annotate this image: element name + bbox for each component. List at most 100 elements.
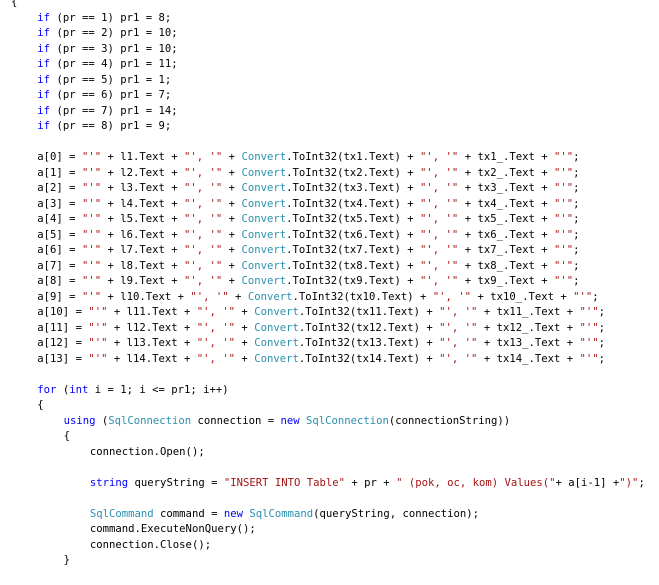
code-token-str: "'" bbox=[579, 306, 599, 318]
code-token-kw: if bbox=[37, 104, 51, 117]
code-line: { bbox=[64, 429, 70, 445]
code-token-kw: if bbox=[37, 27, 51, 39]
code-token-type: Convert bbox=[254, 321, 299, 334]
code-token-plain: (pr == 7) pr1 = 14; bbox=[50, 104, 178, 117]
code-token-kw: for bbox=[37, 383, 57, 396]
code-token-plain: + tx13_.Text + bbox=[477, 337, 580, 349]
code-token-plain: + tx12_.Text + bbox=[477, 321, 580, 334]
code-token-plain: (connectionString)) bbox=[388, 414, 511, 427]
code-token-kw: if bbox=[37, 89, 51, 101]
code-token-plain: ; bbox=[573, 228, 580, 241]
code-token-type: SqlConnection bbox=[306, 414, 389, 427]
code-token-plain: + l12.Text + bbox=[107, 321, 197, 334]
code-token-str: "', '" bbox=[184, 275, 223, 287]
code-token-plain: + bbox=[228, 290, 248, 303]
code-token-plain: + tx5_.Text + bbox=[458, 213, 554, 225]
code-token-plain: + l7.Text + bbox=[101, 244, 185, 256]
code-token-plain: .ToInt32(tx8.Text) + bbox=[286, 259, 421, 272]
code-token-str: "', '" bbox=[196, 337, 236, 349]
code-line: a[7] = "'" + l8.Text + "', '" + Convert.… bbox=[37, 259, 579, 275]
code-token-str: ")" bbox=[619, 476, 639, 489]
code-line: if (pr == 6) pr1 = 7; bbox=[37, 88, 171, 104]
code-token-str: "', '" bbox=[190, 290, 229, 303]
code-token-plain: command.ExecuteNonQuery(); bbox=[89, 523, 256, 535]
code-token-plain: ; bbox=[573, 259, 580, 272]
code-token-plain: + tx9_.Text + bbox=[458, 275, 554, 287]
code-token-plain: a[7] = bbox=[37, 259, 82, 272]
code-token-plain: + l5.Text + bbox=[101, 213, 185, 225]
code-token-str: "', '" bbox=[420, 275, 459, 287]
code-line: if (pr == 5) pr1 = 1; bbox=[37, 73, 171, 89]
code-token-str: "', '" bbox=[196, 306, 236, 318]
code-token-type: Convert bbox=[241, 151, 287, 163]
code-token-str: "'" bbox=[88, 337, 108, 349]
code-token-plain: + l10.Text + bbox=[101, 290, 191, 303]
code-token-str: "'" bbox=[553, 228, 574, 241]
code-token-plain: + bbox=[222, 151, 242, 163]
code-token-plain: + bbox=[235, 337, 255, 349]
code-token-str: "', '" bbox=[439, 306, 478, 318]
code-line: if (pr == 1) pr1 = 8; bbox=[37, 11, 171, 27]
code-line: a[9] = "'" + l10.Text + "', '" + Convert… bbox=[37, 290, 598, 306]
code-token-kw: if bbox=[37, 58, 51, 70]
code-token-str: "'" bbox=[81, 213, 102, 225]
code-token-str: "'" bbox=[553, 197, 574, 210]
code-token-plain: + a[i-1] + bbox=[555, 476, 620, 489]
code-token-str: "'" bbox=[553, 259, 574, 272]
code-token-plain: a[4] = bbox=[37, 213, 82, 225]
code-token-str: "'" bbox=[553, 151, 574, 163]
code-token-plain: a[0] = bbox=[37, 151, 82, 163]
code-token-plain: ; bbox=[598, 306, 606, 318]
code-line: a[12] = "'" + l13.Text + "', '" + Conver… bbox=[37, 336, 605, 352]
code-token-type: Convert bbox=[241, 259, 287, 272]
code-token-str: "'" bbox=[81, 166, 102, 179]
code-token-plain: ; bbox=[598, 321, 606, 334]
code-token-plain: ; bbox=[573, 244, 580, 256]
code-token-plain: .ToInt32(tx2.Text) + bbox=[286, 166, 421, 179]
code-token-plain: a[3] = bbox=[37, 197, 82, 210]
code-token-plain: + tx3_.Text + bbox=[458, 182, 554, 194]
code-token-type: Convert bbox=[241, 213, 287, 225]
code-token-plain: { bbox=[37, 399, 44, 411]
code-token-plain: + bbox=[222, 213, 242, 225]
code-token-str: "', '" bbox=[420, 151, 459, 163]
code-token-plain: + l6.Text + bbox=[101, 228, 185, 241]
code-token-plain: (pr == 6) pr1 = 7; bbox=[50, 89, 172, 101]
code-token-str: "', '" bbox=[420, 259, 459, 272]
code-token-plain: + bbox=[222, 228, 242, 241]
code-token-str: "'" bbox=[579, 337, 599, 349]
code-line: for (int i = 1; i <= pr1; i++) bbox=[37, 383, 228, 399]
code-token-plain: + l9.Text + bbox=[101, 275, 185, 287]
code-token-str: "'" bbox=[81, 228, 102, 241]
code-token-str: "', '" bbox=[420, 228, 459, 241]
code-token-plain: + tx2_.Text + bbox=[458, 166, 554, 179]
code-token-type: SqlCommand bbox=[89, 507, 154, 520]
code-token-str: "'" bbox=[88, 321, 108, 334]
code-token-str: "'" bbox=[553, 182, 574, 194]
code-line: a[4] = "'" + l5.Text + "', '" + Convert.… bbox=[37, 212, 579, 228]
code-token-plain: } bbox=[63, 554, 70, 566]
code-line: a[13] = "'" + l14.Text + "', '" + Conver… bbox=[37, 352, 605, 368]
code-token-plain: + bbox=[222, 244, 242, 256]
code-token-plain: .ToInt32(tx3.Text) + bbox=[286, 182, 421, 194]
code-token-type: Convert bbox=[241, 244, 287, 256]
code-token-plain: .ToInt32(tx1.Text) + bbox=[286, 151, 421, 163]
code-token-kw: int bbox=[69, 383, 89, 396]
code-line: if (pr == 8) pr1 = 9; bbox=[37, 119, 171, 135]
code-token-plain: (pr == 2) pr1 = 10; bbox=[50, 27, 178, 39]
code-token-plain: a[10] = bbox=[37, 306, 89, 318]
code-token-plain: + tx10_.Text + bbox=[471, 290, 574, 303]
code-token-str: "', '" bbox=[439, 352, 478, 365]
code-token-str: "'" bbox=[81, 182, 102, 194]
code-line: { bbox=[37, 398, 43, 414]
code-token-type: Convert bbox=[254, 306, 299, 318]
code-token-plain: + pr + bbox=[345, 476, 397, 489]
code-line: using (SqlConnection connection = new Sq… bbox=[64, 414, 511, 430]
code-token-str: "', '" bbox=[420, 197, 459, 210]
code-token-kw: new bbox=[280, 414, 300, 427]
code-token-plain: a[13] = bbox=[37, 352, 89, 365]
code-token-plain: + bbox=[222, 197, 242, 210]
code-line: } bbox=[64, 553, 70, 569]
code-token-str: "', '" bbox=[184, 244, 223, 256]
